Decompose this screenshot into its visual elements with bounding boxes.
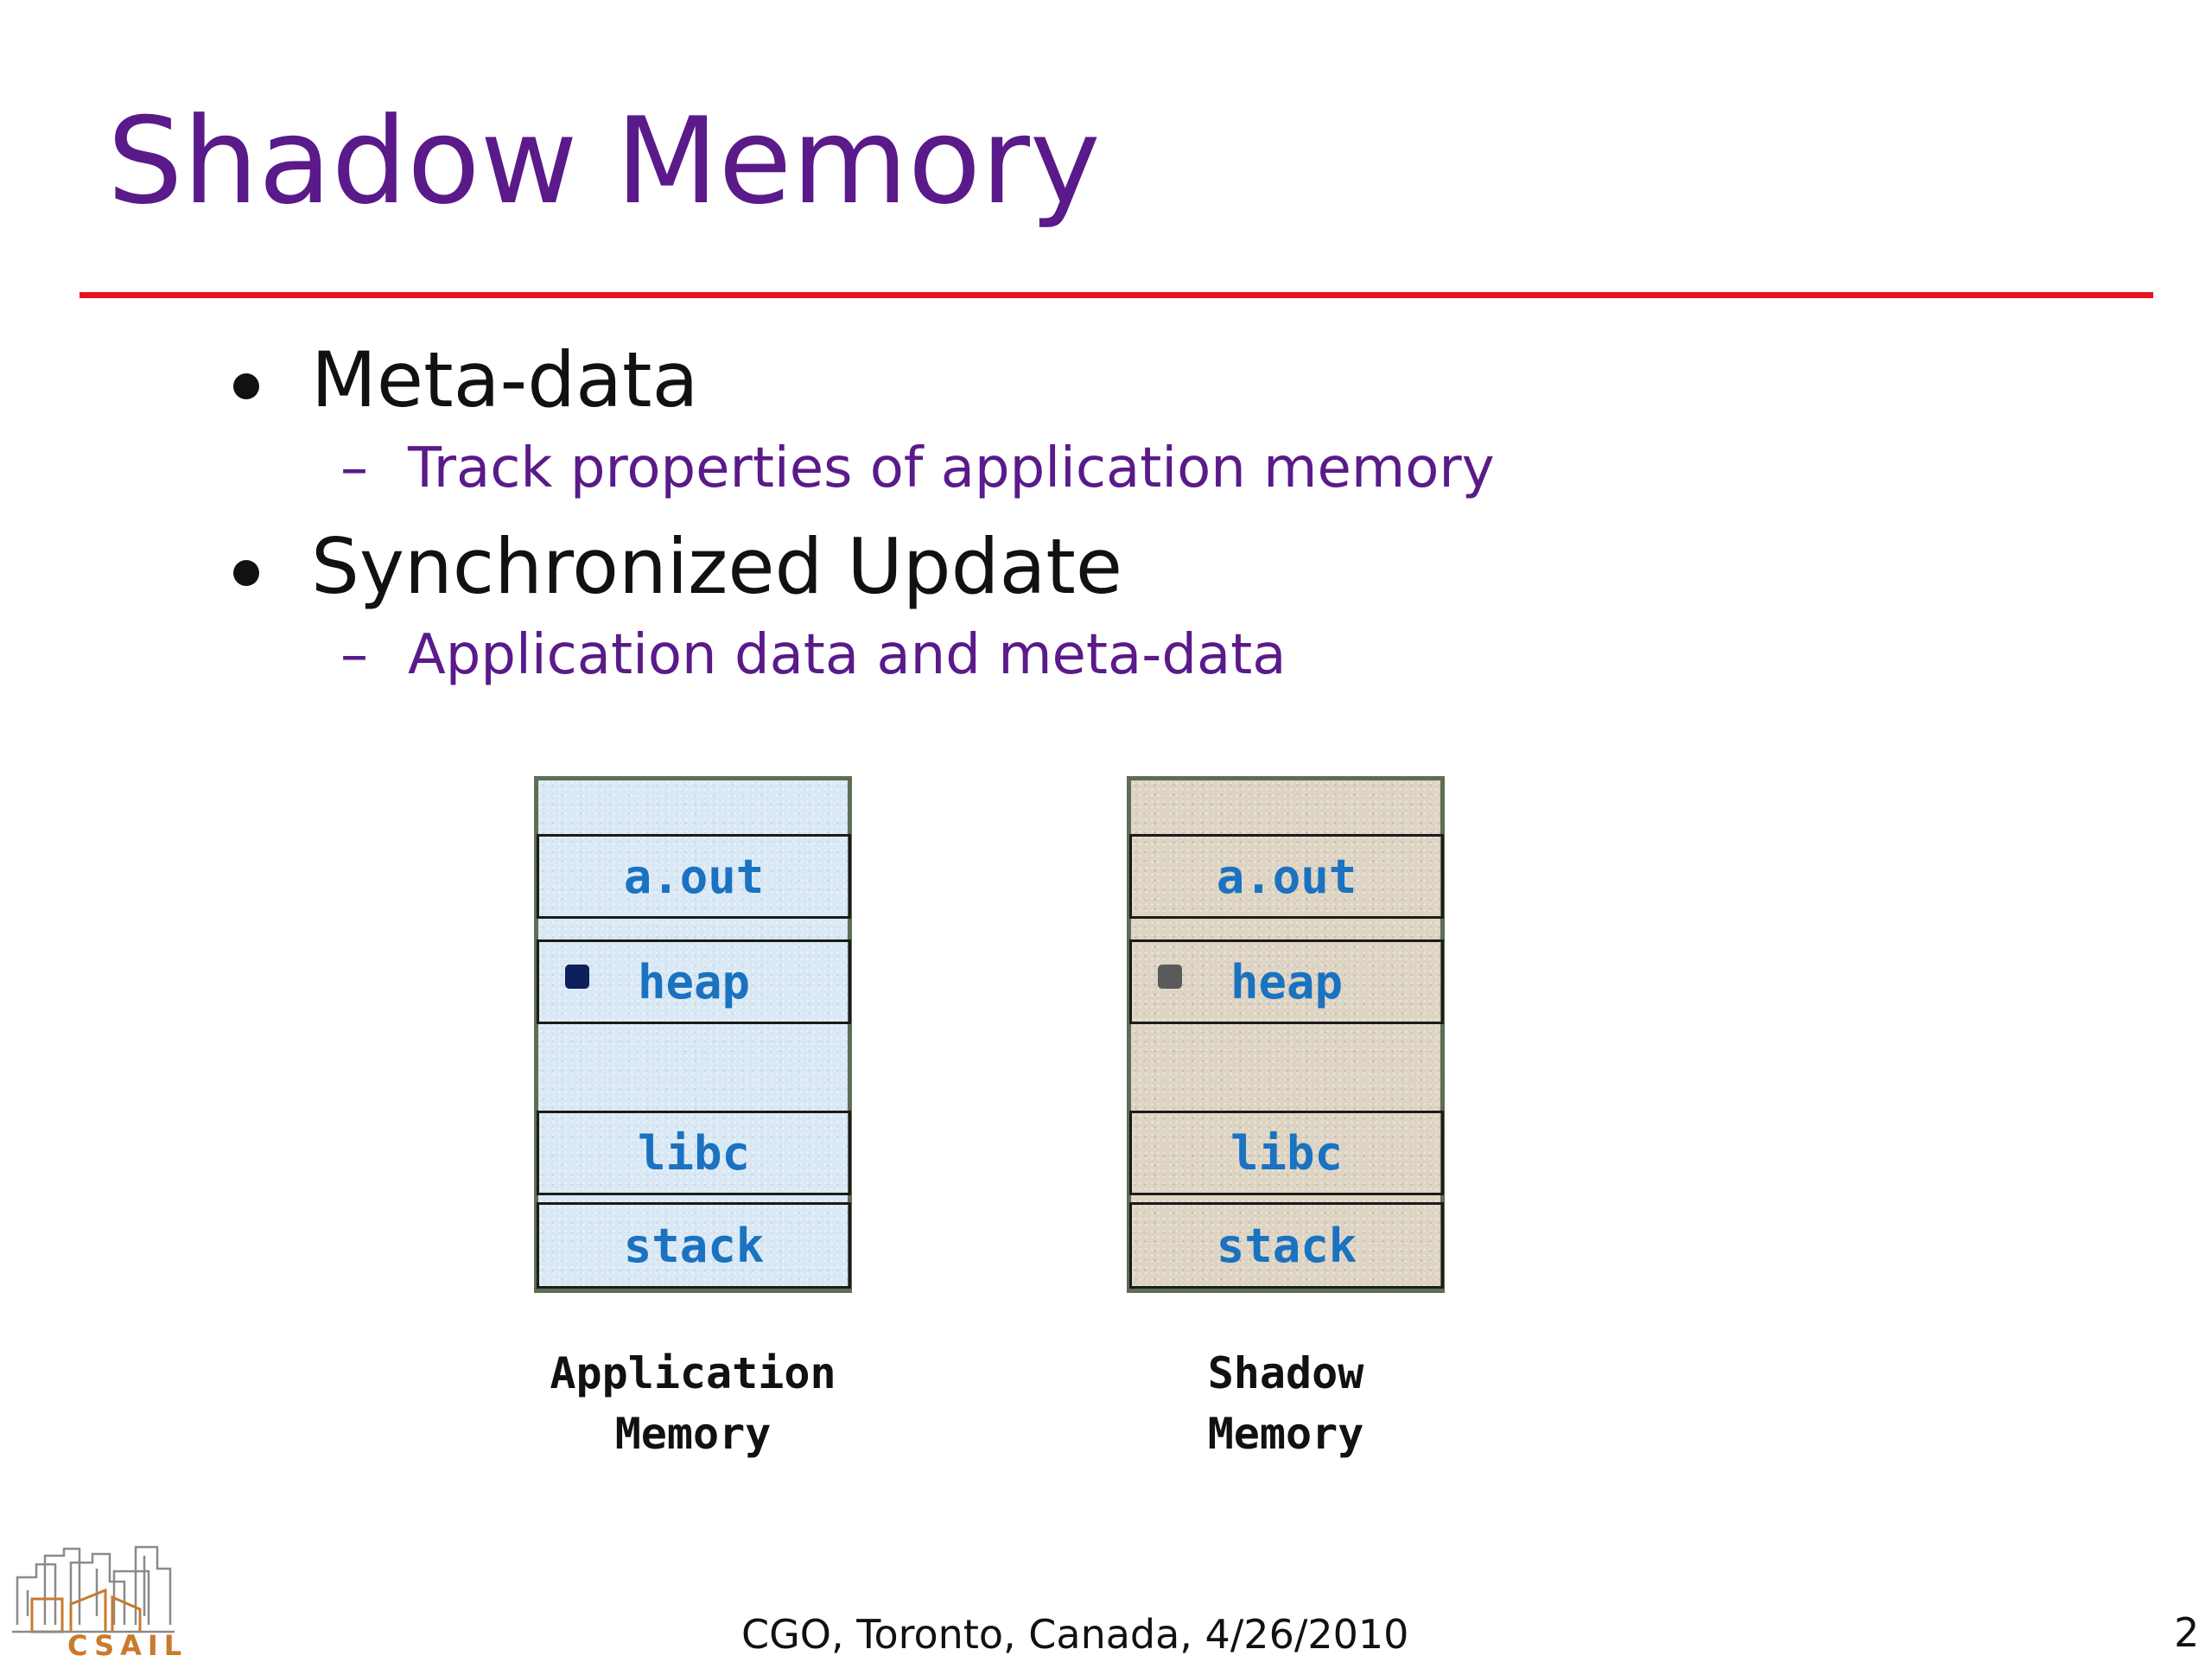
bullet-dot-icon	[233, 373, 259, 399]
sub-bullet-dash: –	[340, 436, 368, 500]
memory-segment-heap: heap	[1129, 939, 1444, 1024]
footer-text: CGO, Toronto, Canada, 4/26/2010	[741, 1611, 1409, 1658]
memory-segment-libc: libc	[1129, 1111, 1444, 1195]
bullet-item: Synchronized Update	[233, 529, 1122, 605]
bullet-text: Synchronized Update	[311, 522, 1123, 611]
memory-segment-stack: stack	[1129, 1202, 1444, 1289]
memory-segment-aout: a.out	[1129, 834, 1444, 919]
application-memory-label: Application Memory	[512, 1343, 874, 1464]
memory-segment-stack: stack	[537, 1202, 851, 1289]
csail-logo-icon	[12, 1545, 175, 1633]
label-line: Memory	[1207, 1409, 1364, 1459]
memory-segment-heap: heap	[537, 939, 851, 1024]
shadow-memory-block: a.out heap libc stack	[1127, 776, 1445, 1293]
label-line: Memory	[614, 1409, 772, 1459]
label-line: Shadow	[1207, 1348, 1364, 1398]
memory-segment-aout: a.out	[537, 834, 851, 919]
page-number: 2	[2174, 1609, 2200, 1656]
application-memory-block: a.out heap libc stack	[534, 776, 852, 1293]
memory-segment-libc: libc	[537, 1111, 851, 1195]
segment-label: heap	[1230, 954, 1344, 1009]
data-marker-icon	[565, 965, 589, 989]
bullet-dot-icon	[233, 560, 259, 586]
sub-bullet-dash: –	[340, 623, 368, 687]
sub-bullet-text: Application data and meta-data	[408, 623, 1287, 687]
sub-bullet-item: – Application data and meta-data	[340, 627, 1286, 683]
sub-bullet-item: – Track properties of application memory	[340, 441, 1495, 496]
bullet-item: Meta-data	[233, 342, 698, 418]
segment-label: heap	[637, 954, 751, 1009]
title-divider	[79, 292, 2153, 298]
label-line: Application	[550, 1348, 836, 1398]
csail-logo-text: CSAIL	[67, 1629, 188, 1662]
sub-bullet-text: Track properties of application memory	[408, 436, 1495, 500]
slide-title: Shadow Memory	[107, 92, 1101, 231]
metadata-marker-icon	[1158, 965, 1182, 989]
shadow-memory-label: Shadow Memory	[1104, 1343, 1467, 1464]
bullet-text: Meta-data	[311, 335, 699, 424]
